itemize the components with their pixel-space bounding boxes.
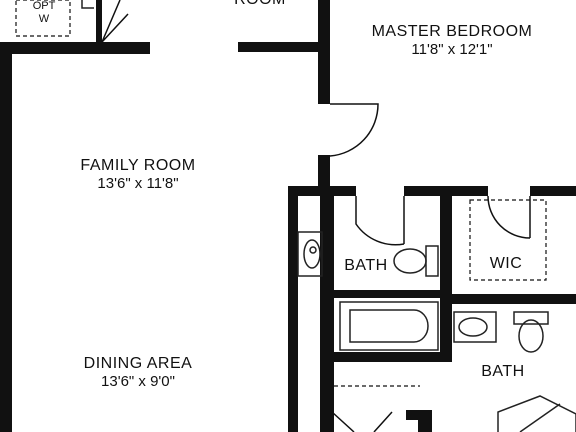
wall-lower-bath-left xyxy=(440,294,452,352)
wall-bath-left-inner xyxy=(320,186,334,432)
family-room-dims: 13'6" x 11'8" xyxy=(97,175,179,193)
toilet-bowl-upper xyxy=(393,248,427,274)
door-bath-swing xyxy=(355,196,405,246)
family-room-label: FAMILY ROOM 13'6" x 11'8" xyxy=(50,156,226,193)
washer-line2: W xyxy=(38,13,50,26)
door-lower-swing xyxy=(331,411,393,432)
sink-bowl-lower xyxy=(458,317,488,337)
wall-bedroom-left xyxy=(318,0,330,104)
shower-diagonal xyxy=(519,403,561,432)
sink-drain-upper xyxy=(309,246,317,254)
sink-counter-lower xyxy=(453,311,497,343)
laundry-partial xyxy=(81,0,94,9)
wall-top-right xyxy=(530,186,576,196)
doors xyxy=(101,0,531,432)
wall-bottom-stub-c xyxy=(320,410,332,432)
wall-washer-right xyxy=(96,0,102,42)
wall-top-mid xyxy=(238,42,318,52)
wall-bath-left xyxy=(288,186,298,432)
dining-area-name: DINING AREA xyxy=(83,355,193,372)
wic-shelf-outline xyxy=(469,199,547,281)
wall-bedroom-left-lower xyxy=(318,155,330,191)
sink-counter-upper xyxy=(297,231,323,277)
dining-area-dims: 13'6" x 9'0" xyxy=(101,373,175,391)
toilet-tank-upper xyxy=(425,245,439,277)
door-washer-swing xyxy=(101,0,129,43)
master-bedroom-label: MASTER BEDROOM 11'8" x 12'1" xyxy=(344,22,560,59)
door-wic-swing xyxy=(487,195,531,239)
tub-inner xyxy=(349,309,429,343)
fixtures xyxy=(81,0,576,432)
wall-wic-bottom xyxy=(440,294,576,304)
sink-bowl-upper xyxy=(303,239,321,269)
master-bedroom-name: MASTER BEDROOM xyxy=(371,23,533,40)
bath-lower-label: BATH xyxy=(481,363,525,380)
washer-line1: OPT xyxy=(32,0,56,12)
shower-corner xyxy=(497,395,576,432)
wall-top-left xyxy=(0,42,150,54)
bath-upper-label: BATH xyxy=(344,257,388,274)
wall-bottom-stub-b xyxy=(418,410,432,432)
toilet-bowl-lower xyxy=(518,319,544,353)
washer-label: OPT W xyxy=(18,0,70,26)
wall-left-outer xyxy=(0,50,12,432)
door-bedroom-swing xyxy=(329,103,379,157)
washer-outline xyxy=(15,0,71,37)
wall-tub-bottom xyxy=(320,352,452,362)
wall-bath-wic xyxy=(440,186,452,298)
wall-wic-top xyxy=(444,186,488,196)
wic-label: WIC xyxy=(489,255,523,272)
master-bedroom-dims: 11'8" x 12'1" xyxy=(411,41,493,59)
wall-bath-top-b xyxy=(404,186,456,196)
tub-outer xyxy=(339,301,439,351)
family-room-name: FAMILY ROOM xyxy=(80,157,196,174)
room-top-label: ROOM xyxy=(220,0,300,9)
wall-bath-bottom xyxy=(320,290,452,298)
dining-area-label: DINING AREA 13'6" x 9'0" xyxy=(50,354,226,391)
toilet-tank-lower xyxy=(513,311,549,325)
dashed-outlines xyxy=(15,0,547,387)
